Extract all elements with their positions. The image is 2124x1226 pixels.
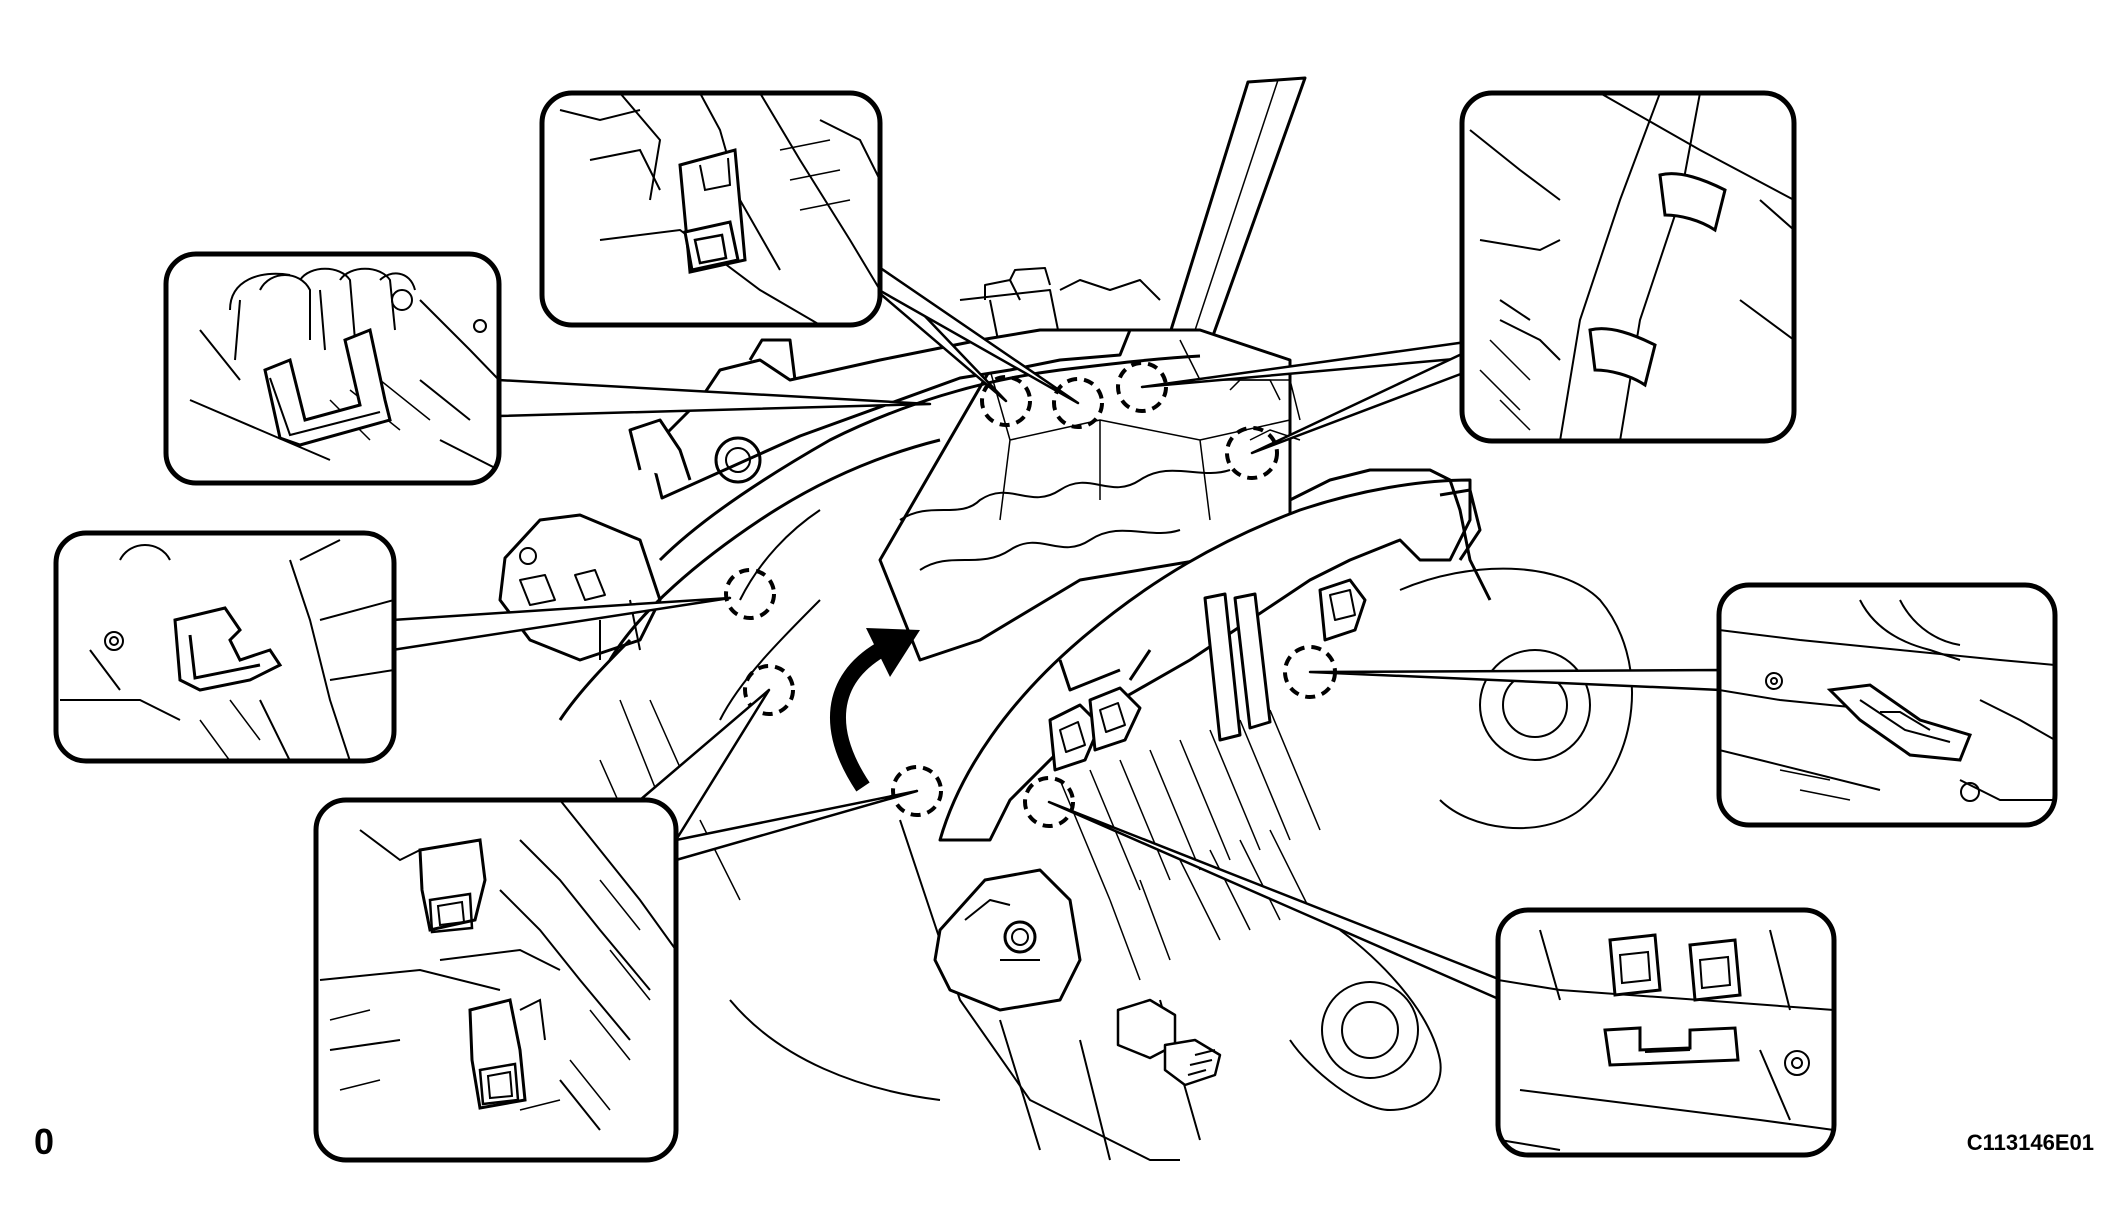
mount-hole [1321, 981, 1419, 1079]
dashed-circle-icon [743, 664, 795, 716]
clip-markers [724, 361, 1337, 828]
figure-code: C113146E01 [1966, 1130, 2094, 1155]
dashed-circle-icon [891, 765, 943, 817]
detail-callout-top-right [1459, 90, 1797, 444]
corner-label: 0 [34, 1121, 55, 1162]
leader-lines [390, 263, 1723, 1002]
shift-lever-assembly [498, 76, 1633, 1161]
dashed-circle-icon [1225, 426, 1279, 480]
detail-callout-middle-left [53, 530, 397, 764]
detail-callout-lower-left [313, 797, 679, 1163]
curved-arrow-icon [830, 628, 920, 792]
dashed-circle-icon [1023, 776, 1075, 828]
mount-hole [1341, 1001, 1399, 1059]
detail-callout-lower-right [1495, 907, 1837, 1158]
dashed-circle-icon [1052, 377, 1104, 429]
detail-callout-middle-right [1716, 582, 2058, 828]
dashed-circle-icon [980, 375, 1032, 427]
dashed-circle-icon [724, 568, 776, 620]
detail-callout-top-center [539, 90, 883, 328]
mount-hole [1479, 649, 1591, 761]
dashed-circle-icon [1116, 361, 1168, 413]
detail-callout-upper-left [163, 251, 502, 486]
